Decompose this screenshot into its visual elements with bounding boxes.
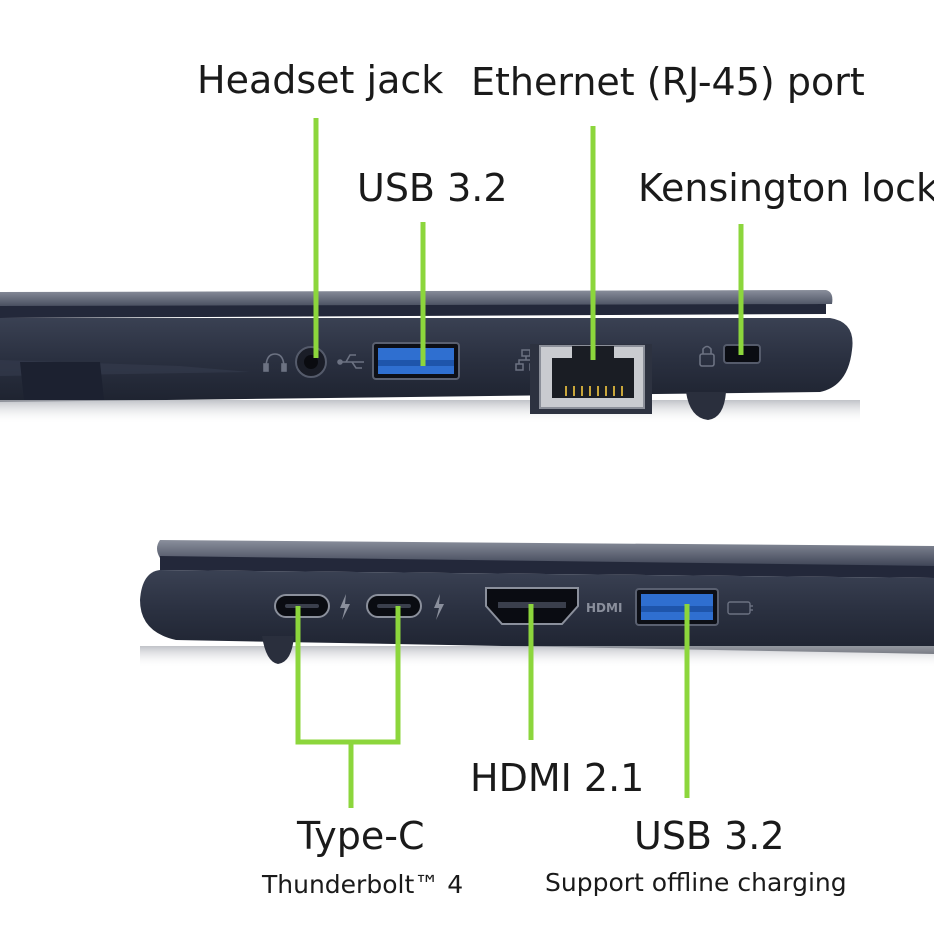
- ethernet-port-label: Ethernet (RJ-45) port: [471, 60, 865, 104]
- usb-bottom-label: USB 3.2: [634, 814, 785, 858]
- thunderbolt-icon: [340, 594, 350, 620]
- thunderbolt-label: Thunderbolt™ 4: [262, 870, 464, 899]
- laptop-right-side: HDMI: [140, 540, 934, 668]
- rubber-foot: [686, 392, 726, 420]
- thunderbolt-icon: [434, 594, 444, 620]
- hdmi-logo: HDMI: [586, 601, 622, 615]
- headset-jack-label: Headset jack: [197, 58, 444, 102]
- headset-icon: [263, 353, 287, 372]
- usb-charging-icon: [727, 601, 753, 615]
- kensington-lock-label: Kensington lock: [638, 166, 934, 210]
- usb-trident-icon: [337, 354, 364, 369]
- type-c-label: Type-C: [297, 814, 425, 858]
- usb-bottom-note: Support offline charging: [545, 868, 847, 897]
- laptop-left-side: [0, 290, 860, 424]
- hdmi-label: HDMI 2.1: [470, 756, 645, 800]
- laptop-lid-bottom: [157, 540, 934, 568]
- usb-top-label: USB 3.2: [357, 166, 508, 210]
- callout-type-c: [295, 606, 401, 808]
- callout-lines: [295, 118, 744, 808]
- svg-text:HDMI: HDMI: [586, 601, 622, 615]
- ethernet-port: [530, 344, 652, 414]
- rubber-foot: [262, 636, 294, 664]
- lock-icon: [699, 345, 715, 367]
